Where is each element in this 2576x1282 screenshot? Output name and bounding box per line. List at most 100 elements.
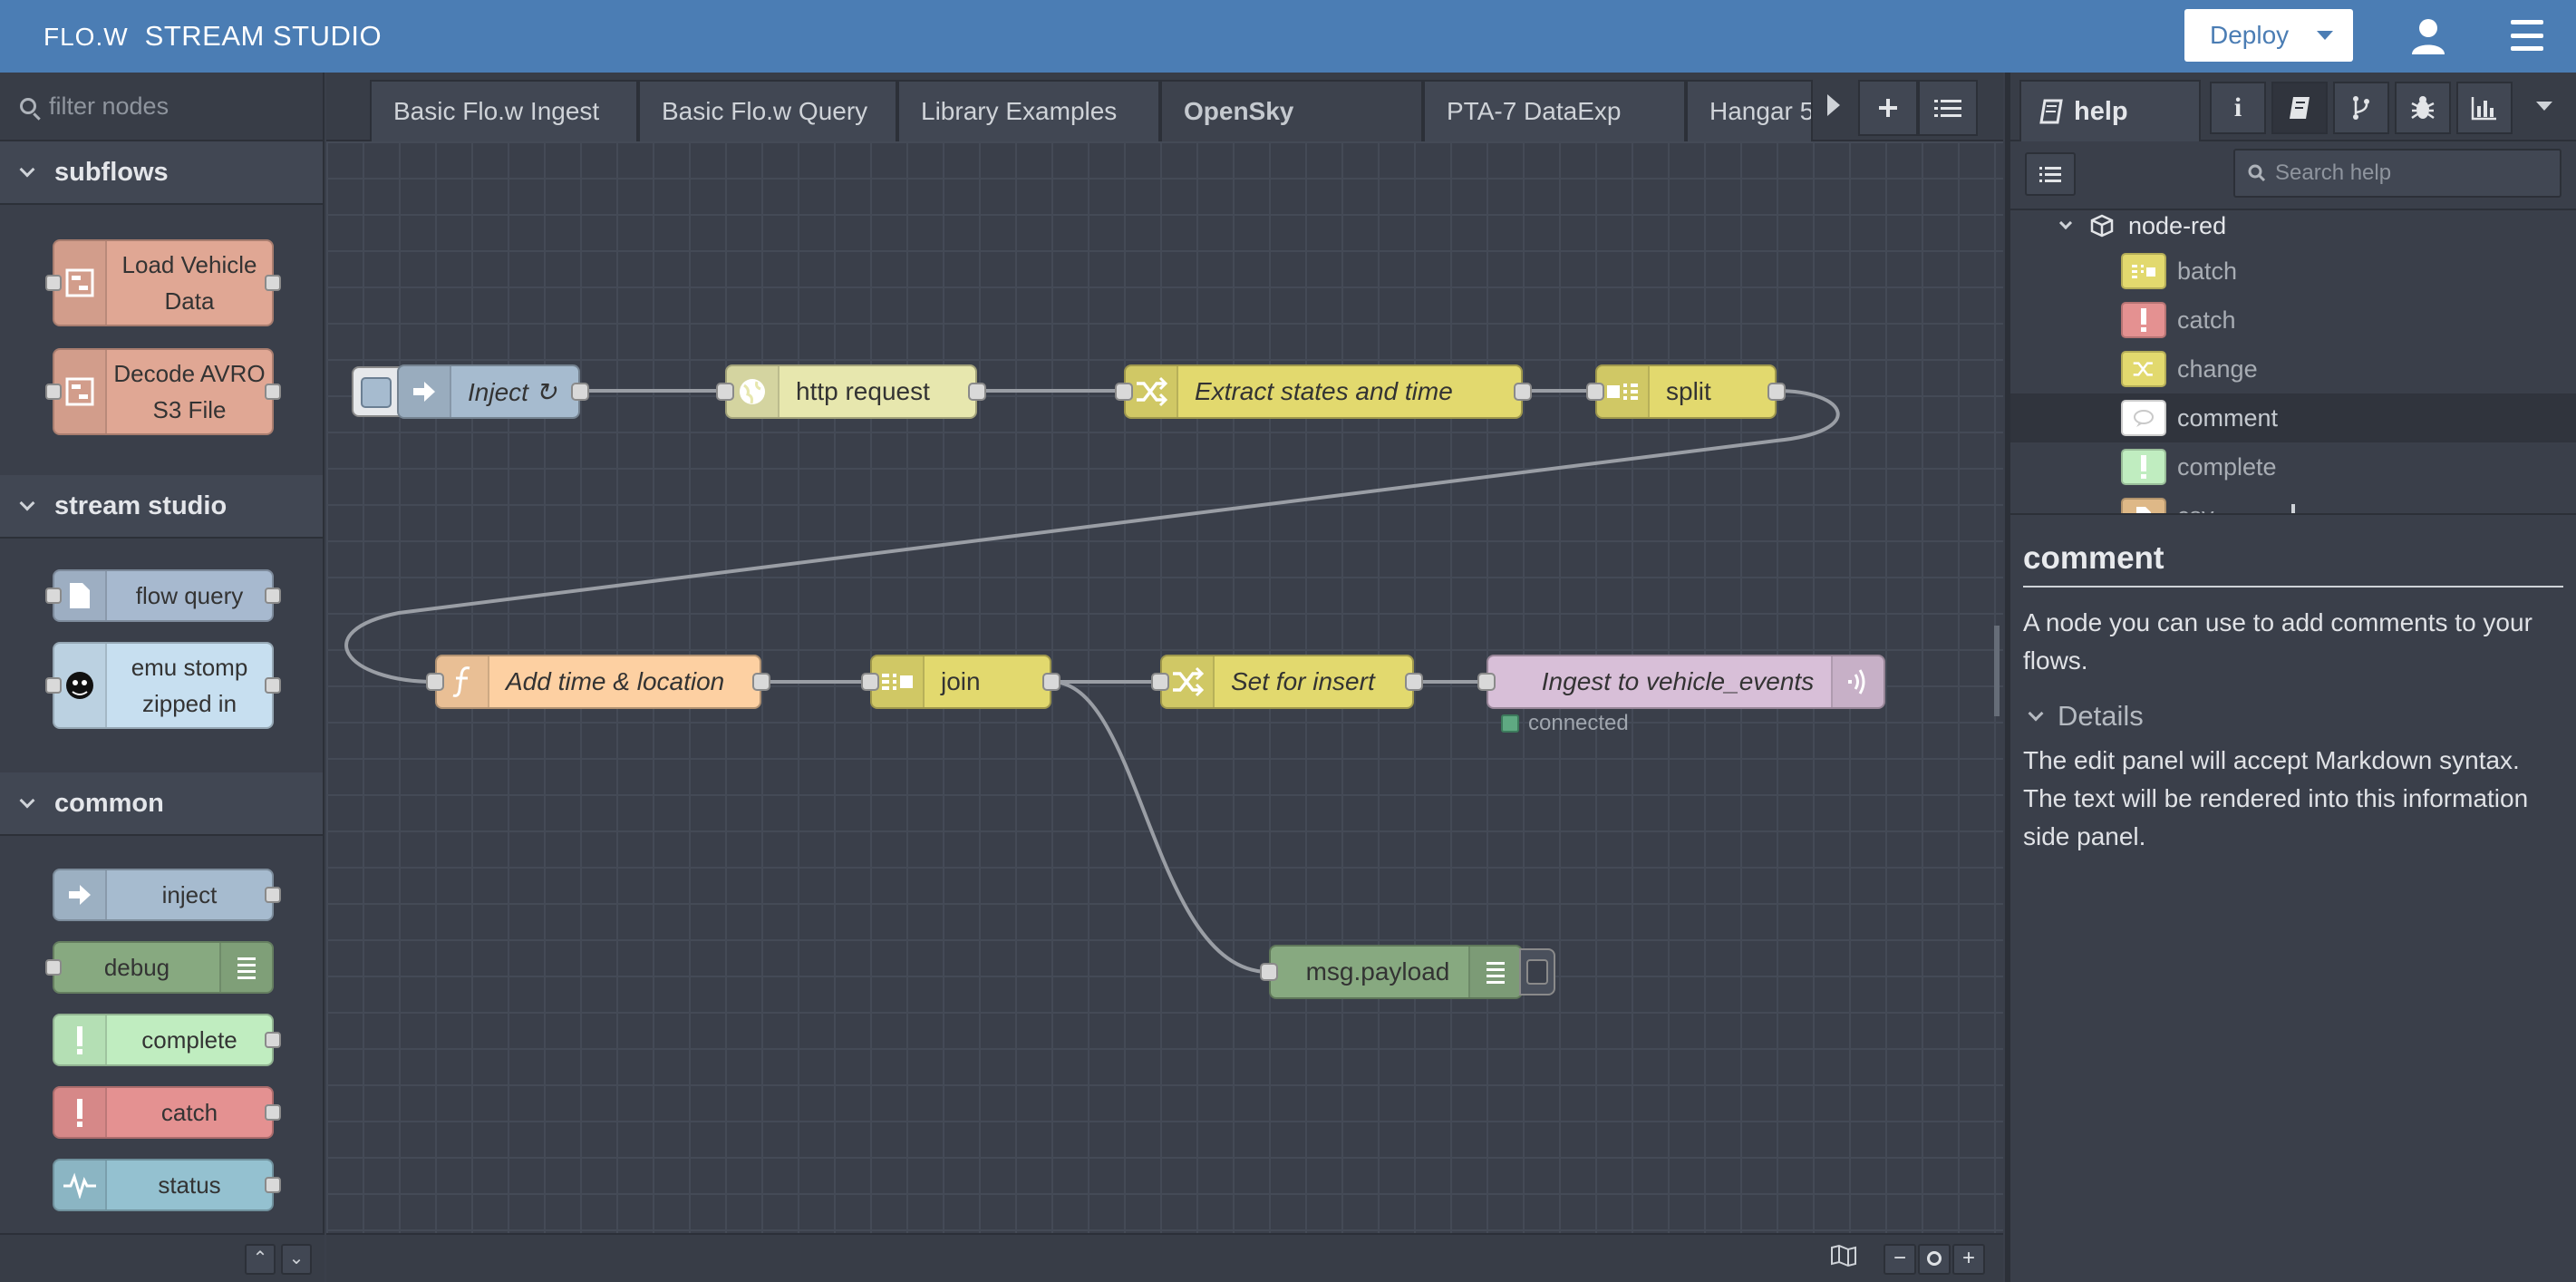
input-port[interactable] xyxy=(1260,963,1278,981)
palette-node-decode-avro[interactable]: Decode AVRO S3 File xyxy=(45,348,281,435)
zoom-out-button[interactable]: − xyxy=(1884,1244,1916,1275)
input-port[interactable] xyxy=(1477,673,1496,691)
tab-library-examples[interactable]: Library Examples xyxy=(897,80,1160,141)
subflow-icon xyxy=(54,350,107,433)
join-icon xyxy=(872,656,925,707)
tree-item-complete[interactable]: complete xyxy=(2010,442,2576,491)
palette-node-load-vehicle-data[interactable]: Load Vehicle Data xyxy=(45,239,281,326)
output-port[interactable] xyxy=(1042,673,1060,691)
output-port[interactable] xyxy=(968,383,986,401)
collapse-all-icon[interactable]: ⌃ xyxy=(245,1244,276,1275)
output-port[interactable] xyxy=(752,673,770,691)
output-port[interactable] xyxy=(265,275,281,291)
deploy-label: Deploy xyxy=(2210,21,2290,49)
tree-item-catch[interactable]: catch xyxy=(2010,296,2576,345)
info-tab-button[interactable]: i xyxy=(2210,82,2266,134)
map-icon[interactable] xyxy=(1827,1244,1860,1275)
tab-label: Basic Flo.w Ingest xyxy=(393,97,600,125)
debug-toggle-button[interactable] xyxy=(1519,948,1555,995)
tree-root-node-red[interactable]: node-red xyxy=(2058,210,2226,241)
output-port[interactable] xyxy=(1767,383,1786,401)
exclamation-icon xyxy=(2121,302,2166,338)
deploy-button[interactable]: Deploy xyxy=(2184,9,2353,62)
input-port[interactable] xyxy=(1586,383,1604,401)
tab-pta7-dataexp[interactable]: PTA-7 DataExp xyxy=(1423,80,1686,141)
tab-hangar[interactable]: Hangar 5 xyxy=(1686,80,1813,141)
debug-tab-button[interactable] xyxy=(2395,82,2451,134)
flow-node-set-for-insert[interactable]: Set for insert xyxy=(1151,655,1423,709)
flow-node-debug-msg-payload[interactable]: msg.payload xyxy=(1260,945,1523,999)
batch-icon xyxy=(2121,253,2166,289)
tree-item-csv[interactable]: csv xyxy=(2010,491,2576,513)
palette-node-debug[interactable]: debug xyxy=(45,941,274,994)
input-port[interactable] xyxy=(426,673,444,691)
input-port[interactable] xyxy=(716,383,734,401)
output-port[interactable] xyxy=(265,1177,281,1193)
dashboard-tab-button[interactable] xyxy=(2456,82,2513,134)
chevron-down-icon xyxy=(2058,216,2073,230)
scroll-indicator[interactable] xyxy=(2291,504,2295,513)
input-port[interactable] xyxy=(1115,383,1133,401)
flow-workspace[interactable]: Inject ↻ http request Extract states and… xyxy=(326,141,2003,1233)
flow-node-extract-states[interactable]: Extract states and time xyxy=(1115,364,1532,419)
palette-node-flow-query[interactable]: flow query xyxy=(45,569,281,622)
flow-node-http-request[interactable]: http request xyxy=(716,364,986,419)
tab-help[interactable]: help xyxy=(2019,80,2201,141)
palette-node-inject[interactable]: inject xyxy=(53,869,281,921)
output-port[interactable] xyxy=(265,384,281,400)
git-tab-button[interactable] xyxy=(2333,82,2389,134)
node-label: Inject ↻ xyxy=(468,377,557,406)
category-stream-studio[interactable]: stream studio xyxy=(0,475,323,539)
input-port[interactable] xyxy=(861,673,879,691)
output-port[interactable] xyxy=(1514,383,1532,401)
tab-opensky[interactable]: OpenSky xyxy=(1160,80,1423,141)
output-port[interactable] xyxy=(265,1032,281,1048)
tab-basic-flow-ingest[interactable]: Basic Flo.w Ingest xyxy=(370,80,638,141)
chevron-down-icon[interactable] xyxy=(2317,31,2333,40)
palette-node-complete[interactable]: complete xyxy=(53,1014,281,1066)
palette-node-catch[interactable]: catch xyxy=(53,1086,281,1139)
zoom-reset-button[interactable] xyxy=(1918,1244,1951,1275)
category-subflows[interactable]: subflows xyxy=(0,141,323,205)
category-label: stream studio xyxy=(54,490,228,520)
output-port[interactable] xyxy=(265,1104,281,1121)
input-port[interactable] xyxy=(45,275,62,291)
output-port[interactable] xyxy=(571,383,589,401)
tree-item-batch[interactable]: batch xyxy=(2010,247,2576,296)
zoom-in-button[interactable]: + xyxy=(1952,1244,1985,1275)
hamburger-menu-icon[interactable] xyxy=(2511,20,2543,51)
input-port[interactable] xyxy=(45,677,62,694)
user-icon[interactable] xyxy=(2408,16,2448,56)
category-common[interactable]: common xyxy=(0,772,323,836)
details-toggle[interactable]: Details xyxy=(2023,700,2563,733)
input-port[interactable] xyxy=(45,588,62,604)
input-port[interactable] xyxy=(1151,673,1169,691)
sidebar-resize-handle[interactable] xyxy=(1994,626,2000,716)
output-port[interactable] xyxy=(1405,673,1423,691)
flow-node-split[interactable]: split xyxy=(1586,364,1786,419)
flow-node-ingest-vehicle-events[interactable]: Ingest to vehicle_events xyxy=(1477,655,1885,709)
output-port[interactable] xyxy=(265,588,281,604)
flow-node-add-time-location[interactable]: Add time & location xyxy=(426,655,770,709)
scroll-right-icon[interactable] xyxy=(1827,94,1840,116)
tab-basic-flow-query[interactable]: Basic Flo.w Query xyxy=(638,80,897,141)
output-port[interactable] xyxy=(265,677,281,694)
tree-item-comment[interactable]: comment xyxy=(2010,393,2576,442)
palette-node-status[interactable]: status xyxy=(53,1159,281,1211)
palette-node-emu-stomp[interactable]: emu stomp zipped in xyxy=(45,642,281,729)
flow-node-inject[interactable]: Inject ↻ xyxy=(397,364,589,419)
filter-nodes-input[interactable]: filter nodes xyxy=(0,73,323,141)
chevron-down-icon[interactable] xyxy=(2536,102,2552,111)
input-port[interactable] xyxy=(45,959,62,976)
help-tab-button[interactable] xyxy=(2271,82,2328,134)
flow-node-join[interactable]: join xyxy=(861,655,1060,709)
toc-button[interactable] xyxy=(2025,152,2076,196)
search-help-input[interactable]: Search help xyxy=(2233,149,2561,198)
add-tab-button[interactable] xyxy=(1858,80,1918,136)
tree-item-change[interactable]: change xyxy=(2010,345,2576,393)
output-port[interactable] xyxy=(265,887,281,903)
expand-all-icon[interactable]: ⌄ xyxy=(281,1244,312,1275)
shuffle-icon xyxy=(2121,351,2166,387)
input-port[interactable] xyxy=(45,384,62,400)
tab-list-button[interactable] xyxy=(1918,80,1978,136)
